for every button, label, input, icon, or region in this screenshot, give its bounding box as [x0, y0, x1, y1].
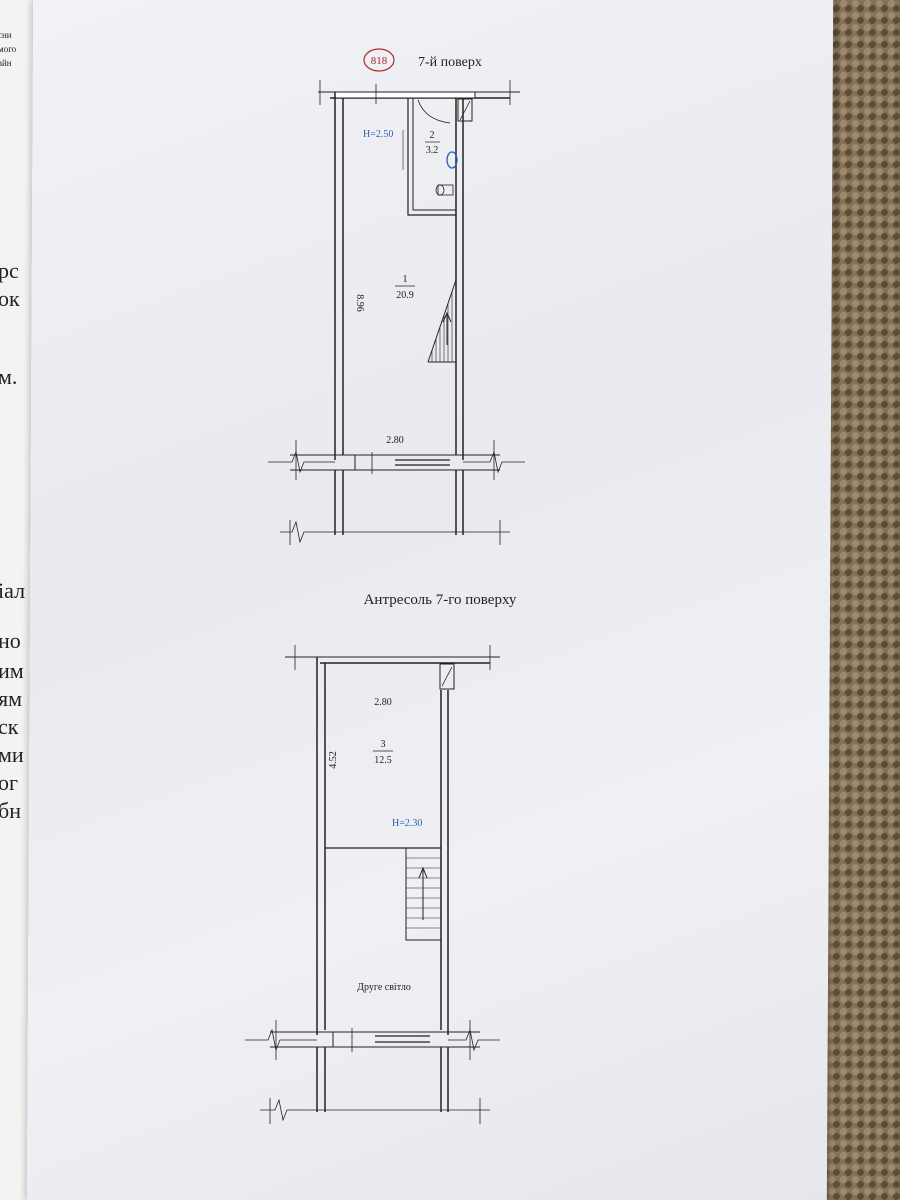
floor-7-height: H=2.50 [363, 129, 393, 140]
text-fragment: бн [0, 798, 21, 823]
mezzanine-length: 4.52 [328, 751, 339, 769]
text-fragment: ск [0, 714, 19, 739]
text-fragment: ог [0, 770, 19, 795]
room-3-area: 12.5 [374, 755, 392, 766]
floor-7-width: 2.80 [386, 435, 404, 446]
text-fragment: іал [0, 578, 26, 603]
floor-7-labels: 818 7-й поверх H=2.50 2 3.2 1 20.9 8.96 … [354, 55, 482, 446]
floor-7-title: 7-й поверх [418, 55, 482, 70]
mezzanine-title: Антресоль 7-го поверху [364, 592, 517, 608]
room-2-area: 3.2 [426, 145, 439, 156]
void-label: Друге світло [357, 982, 411, 993]
room-2-number: 2 [430, 130, 435, 141]
room-1-number: 1 [403, 274, 408, 285]
text-fragment: ми [0, 742, 24, 767]
text-fragment: сни [0, 30, 12, 40]
text-fragment: айн [0, 58, 12, 68]
text-fragment: рс [0, 258, 19, 283]
text-fragment: им [0, 658, 24, 683]
room-3-number: 3 [381, 739, 386, 750]
text-fragment: ям [0, 686, 23, 711]
floor-7-length: 8.96 [354, 294, 365, 312]
mezzanine-labels: 2.80 4.52 3 12.5 H=2.30 Друге світло [328, 697, 422, 993]
room-1-area: 20.9 [396, 290, 414, 301]
mezzanine-width: 2.80 [374, 697, 392, 708]
text-fragment: мого [0, 44, 17, 54]
mezzanine-plan [245, 645, 500, 1124]
mezzanine-height: H=2.30 [392, 818, 422, 829]
text-fragment: но [0, 628, 21, 653]
text-fragment: м. [0, 364, 18, 389]
floor-7-plan [268, 48, 525, 545]
stamp-circle [363, 48, 395, 72]
text-fragment: ок [0, 286, 20, 311]
stamp-number: 818 [371, 55, 388, 67]
